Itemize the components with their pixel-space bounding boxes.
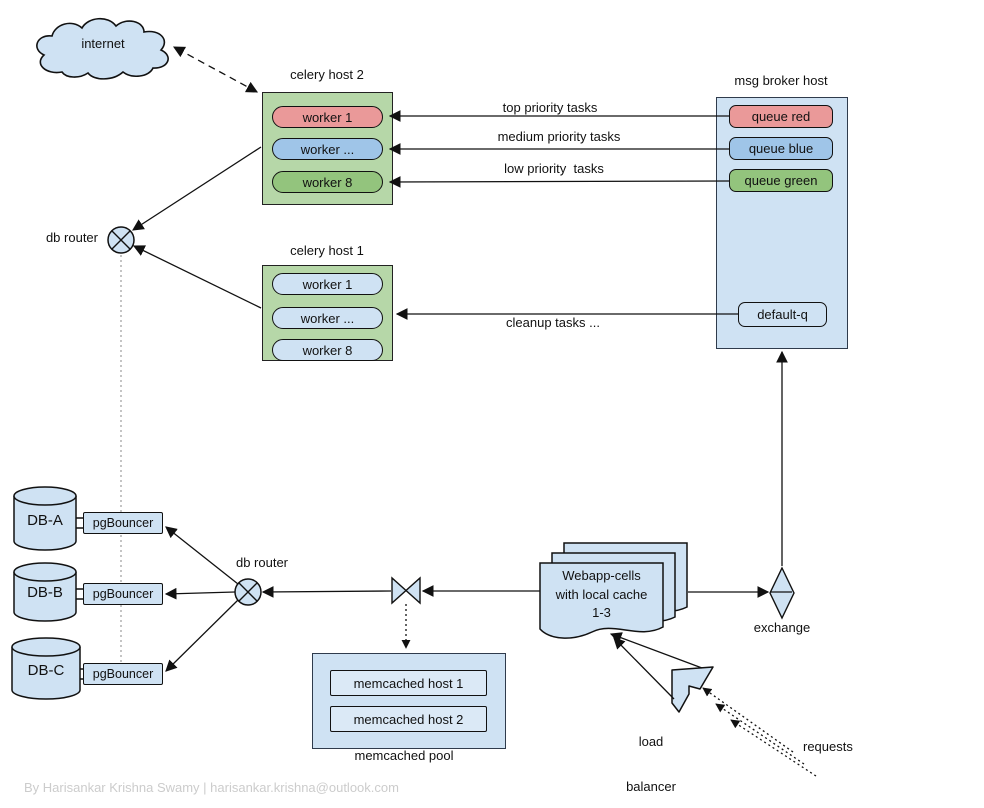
pgbouncer-label: pgBouncer: [92, 667, 154, 681]
memcached-host-label: memcached host 2: [353, 711, 464, 727]
webapp-line-1: Webapp-cells: [562, 568, 641, 583]
queue-label: queue blue: [748, 141, 814, 156]
edge-router-pgbouncer-c: [165, 599, 239, 672]
edge-host1-dbrouter: [132, 245, 262, 309]
webapp-line-3: 1-3: [592, 605, 611, 620]
queue-label: queue red: [751, 109, 811, 124]
edge-internet-dashed: [172, 46, 259, 93]
load-balancer-line-1: load: [638, 733, 664, 749]
worker-pill: worker 8: [272, 171, 383, 193]
webapp-line-2: with local cache: [555, 586, 648, 602]
edge-requests-2: [715, 703, 805, 765]
worker-label: worker 8: [302, 342, 353, 358]
queue-pill: queue green: [729, 169, 833, 192]
worker-pill: worker ...: [272, 307, 383, 329]
db-router-bottom-label: db router: [235, 555, 289, 570]
worker-label: worker 8: [302, 174, 353, 190]
celery-host-2-title: celery host 2: [290, 67, 364, 82]
default-queue-label: default-q: [757, 307, 808, 322]
pgbouncer-label: pgBouncer: [92, 587, 154, 601]
pgbouncer-box: pgBouncer: [83, 583, 163, 605]
load-balancer-icon: [671, 666, 714, 713]
queue-pill: queue blue: [729, 137, 833, 160]
exchange-diamond: [769, 566, 795, 620]
edge-label-top-priority: top priority tasks: [502, 100, 598, 115]
edge-lb-webapp-2: [613, 637, 675, 700]
edge-label-medium-priority: medium priority tasks: [497, 129, 621, 144]
internet-label: internet: [81, 36, 125, 51]
db-b-label: DB-B: [27, 584, 63, 601]
memcached-pool-box: [312, 653, 506, 749]
edge-label-low-priority: low priority tasks: [504, 161, 604, 176]
db-c-label: DB-C: [27, 662, 65, 679]
edge-valve-router: [261, 586, 392, 598]
requests-label: requests: [803, 739, 853, 754]
worker-pill: worker 1: [272, 106, 383, 128]
edge-router-pgbouncer-b: [164, 587, 236, 600]
edge-low-priority: [388, 176, 730, 188]
worker-label: worker 1: [302, 109, 353, 125]
worker-label: worker 1: [302, 276, 353, 292]
load-balancer-line-2: balancer: [626, 778, 676, 794]
edge-router-pgbouncer-a: [165, 526, 239, 585]
db-router-bottom-icon: [234, 578, 262, 606]
pgbouncer-label: pgBouncer: [92, 516, 154, 530]
worker-pill: worker ...: [272, 138, 383, 160]
memcached-pool-label: memcached pool: [354, 748, 454, 763]
edge-host2-dbrouter: [132, 146, 262, 231]
msg-broker-title: msg broker host: [734, 73, 828, 88]
edge-lb-webapp-1: [609, 632, 703, 669]
memcached-host-box: memcached host 1: [330, 670, 487, 696]
pgbouncer-box: pgBouncer: [83, 512, 163, 534]
db-router-top-icon: [107, 226, 135, 254]
memcached-host-label: memcached host 1: [353, 675, 464, 691]
worker-pill: worker 8: [272, 339, 383, 361]
load-balancer-label: load balancer: [626, 705, 676, 808]
memcached-host-box: memcached host 2: [330, 706, 487, 732]
exchange-label: exchange: [753, 620, 811, 635]
celery-host-1-title: celery host 1: [290, 243, 364, 258]
default-queue-pill: default-q: [738, 302, 827, 327]
pgbouncer-box: pgBouncer: [83, 663, 163, 685]
attribution-text: By Harisankar Krishna Swamy | harisankar…: [24, 780, 399, 795]
valve-icon: [391, 576, 421, 605]
queue-pill: queue red: [729, 105, 833, 128]
worker-label: worker ...: [300, 310, 355, 326]
webapp-cells-label: Webapp-cells with local cache 1-3: [540, 567, 663, 623]
worker-pill: worker 1: [272, 273, 383, 295]
edge-requests-1: [702, 687, 794, 753]
db-router-top-label: db router: [45, 230, 98, 245]
queue-label: queue green: [744, 173, 818, 188]
db-a-label: DB-A: [27, 512, 63, 529]
worker-label: worker ...: [300, 141, 355, 157]
edge-label-cleanup: cleanup tasks ...: [506, 315, 600, 330]
